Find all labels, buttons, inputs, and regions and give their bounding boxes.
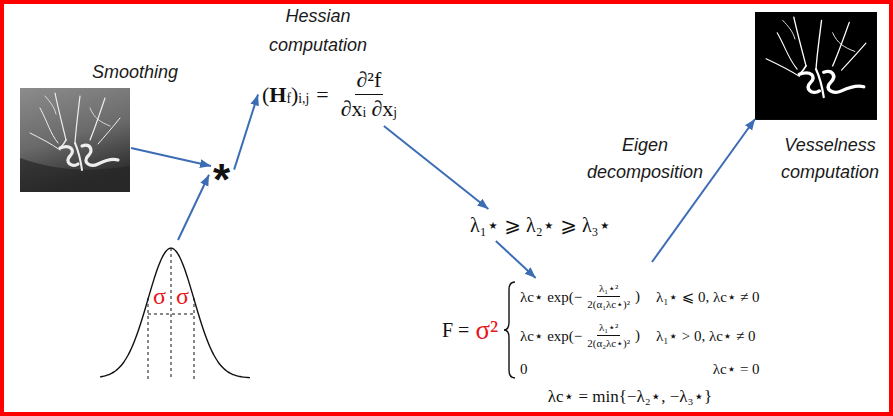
operator-symbol: * bbox=[213, 158, 230, 202]
case-grid: λc⋆ exp(− λ₁⋆² 2(α₁λc⋆)²) λ₁⋆ ⩽ 0, λc⋆ ≠ 0 λ… bbox=[520, 282, 760, 378]
formula-text: λc⋆ exp(− bbox=[520, 327, 582, 345]
sigma-symbol: σ bbox=[153, 284, 166, 308]
formula-text: = bbox=[316, 82, 328, 108]
formula-row: ∂²f bbox=[357, 67, 382, 93]
label-slot: Eigen decomposition bbox=[573, 132, 717, 186]
formula-text: ∂²f bbox=[357, 67, 382, 93]
vesselness-formula: F = σ² λc⋆ exp(− λ₁⋆² 2(α₁λc⋆)²) λ₁⋆ ⩽ 0, λc⋆… bbox=[438, 278, 764, 382]
formula-text: ) bbox=[291, 82, 298, 108]
convolution-operator: * bbox=[209, 154, 234, 206]
formula-text: f bbox=[286, 91, 291, 107]
flow-arrow bbox=[496, 241, 536, 278]
eigenvalue-order: λ₁⋆ ⩾ λ₂⋆ ⩾ λ₃⋆ bbox=[466, 209, 615, 241]
input-arrow bbox=[131, 148, 211, 166]
formula-text: 0 bbox=[520, 361, 528, 378]
formula-row: λc⋆ exp(− λ₁⋆² 2(α₁λc⋆)²) bbox=[520, 282, 640, 311]
formula-row: F = σ² λc⋆ exp(− λ₁⋆² 2(α₁λc⋆)²) λ₁⋆ ⩽ 0, λc⋆… bbox=[442, 282, 760, 378]
denominator: 2(α₁λc⋆)² bbox=[585, 297, 632, 311]
gaussian-kernel: σσ bbox=[100, 240, 250, 382]
step-label: Hessian computation bbox=[269, 6, 367, 55]
formula-text: ( bbox=[262, 82, 269, 108]
label-slot: Smoothing bbox=[92, 61, 178, 84]
sigma-row: σσ bbox=[148, 284, 194, 308]
case-condition: λ₁⋆ ⩽ 0, λc⋆ ≠ 0 bbox=[656, 288, 760, 306]
formula-text: λc⋆ exp(− bbox=[520, 288, 582, 306]
formula-text: i bbox=[363, 105, 367, 121]
formula-row: λ₁⋆² bbox=[599, 282, 618, 295]
case-condition: λ₁⋆ > 0, λc⋆ ≠ 0 bbox=[656, 327, 760, 345]
formula-text: ) bbox=[635, 327, 640, 344]
flow-arrow bbox=[234, 95, 258, 170]
step-label: Vesselness computation bbox=[781, 135, 879, 182]
step-label: Eigen decomposition bbox=[587, 135, 703, 182]
denominator: 2(α₂λc⋆)² bbox=[585, 336, 632, 350]
label-slot: Hessian computation bbox=[263, 2, 373, 60]
label-slot: Vesselness computation bbox=[775, 132, 885, 186]
formula-row: 2(α₂λc⋆)² bbox=[587, 337, 630, 350]
case-brace bbox=[504, 282, 516, 378]
formula-text: H bbox=[269, 82, 286, 108]
flow-arrow bbox=[178, 175, 209, 240]
label-slot: λc⋆ = min{−λ₂⋆, −λ₃⋆} bbox=[520, 386, 740, 408]
formula-text: λ₁⋆² bbox=[599, 282, 618, 295]
case-condition: λc⋆ = 0 bbox=[713, 360, 760, 378]
formula-text: ∂x bbox=[371, 96, 393, 122]
gaussian-curve bbox=[100, 240, 250, 382]
numerator: ∂²f bbox=[355, 67, 384, 95]
formula-text: σ² bbox=[475, 315, 498, 346]
formula-text: j bbox=[393, 105, 397, 121]
step-label: Smoothing bbox=[92, 62, 178, 82]
formula-text: 2(α₂λc⋆)² bbox=[587, 337, 630, 350]
numerator: λ₁⋆² bbox=[597, 321, 620, 336]
flow-arrow bbox=[384, 126, 488, 209]
denominator: ∂xi∂xj bbox=[339, 95, 399, 122]
formula-text: ) bbox=[635, 288, 640, 305]
formula-text: λ₁⋆² bbox=[599, 321, 618, 334]
brace-symbol bbox=[504, 282, 516, 378]
fraction: λ₁⋆² 2(α₁λc⋆)² bbox=[585, 282, 632, 311]
fraction: ∂²f∂xi∂xj bbox=[339, 67, 399, 122]
formula-text: F = bbox=[442, 319, 469, 342]
formula-text: ∂x bbox=[341, 96, 363, 122]
input-angiogram bbox=[20, 88, 130, 192]
sigma-symbol: σ bbox=[176, 284, 189, 308]
formula-text: λ₁⋆ ⩾ λ₂⋆ ⩾ λ₃⋆ bbox=[470, 213, 611, 237]
formula-row: (Hf)i,j=∂²f∂xi∂xj bbox=[262, 67, 402, 122]
formula-row: λ₁⋆² bbox=[599, 321, 618, 334]
formula-row: λc⋆ exp(− λ₁⋆² 2(α₂λc⋆)²) bbox=[520, 321, 640, 350]
formula-note: λc⋆ = min{−λ₂⋆, −λ₃⋆} bbox=[548, 387, 713, 406]
fraction: λ₁⋆² 2(α₂λc⋆)² bbox=[585, 321, 632, 350]
numerator: λ₁⋆² bbox=[597, 282, 620, 297]
formula-row: 2(α₁λc⋆)² bbox=[587, 298, 630, 311]
formula-row: 0 bbox=[520, 361, 640, 378]
formula-text: 2(α₁λc⋆)² bbox=[587, 298, 630, 311]
hessian-formula: (Hf)i,j=∂²f∂xi∂xj bbox=[258, 63, 406, 126]
formula-row: λ₁⋆ ⩾ λ₂⋆ ⩾ λ₃⋆ bbox=[470, 213, 611, 237]
vesselness-output bbox=[755, 12, 877, 120]
formula-text: i,j bbox=[298, 91, 309, 107]
formula-row: ∂xi∂xj bbox=[341, 96, 397, 122]
